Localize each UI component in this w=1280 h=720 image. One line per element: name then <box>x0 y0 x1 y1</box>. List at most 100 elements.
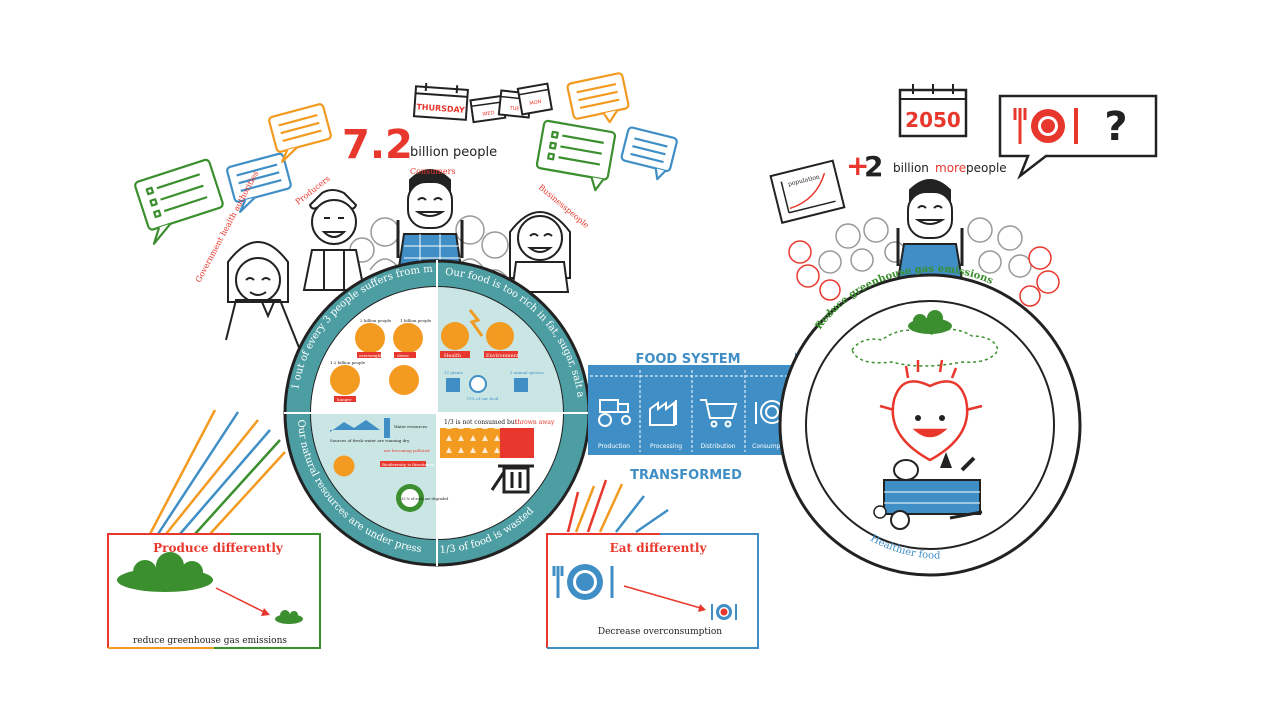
person-producer <box>302 189 366 291</box>
person-icon-overweight <box>355 323 385 353</box>
shopping-cart-icon <box>700 399 738 428</box>
food-wasted-block <box>500 428 534 458</box>
calendar-icon-thursday: THURSDAY <box>412 82 469 121</box>
stage-distribution: Distribution <box>700 443 735 450</box>
q1-item-5: hunger <box>337 397 352 402</box>
q3-item-3: Biodiversity is threatened <box>382 462 435 467</box>
actor-label-consumers: Consumers <box>410 167 456 176</box>
small-plate-icon <box>711 604 737 620</box>
more-label: more <box>935 161 966 175</box>
calendar-day-mon: MON <box>529 99 542 107</box>
emission-cloud-outline-icon <box>851 328 999 367</box>
stage-processing: Processing <box>650 443 682 450</box>
q1-item-4: obese <box>397 353 409 358</box>
q4-line-red: thrown away <box>515 419 555 426</box>
tractor-icon <box>598 399 631 427</box>
plus-two-value: 2 <box>864 150 883 183</box>
q1-item-2: 1.2 billion people <box>330 360 366 365</box>
person-icon-hunger <box>330 365 360 395</box>
transform-arrow-shape <box>588 352 826 468</box>
population-chart-icon: population <box>769 159 846 224</box>
q3-item-0: Sources of fresh water are running dry <box>330 438 410 443</box>
globe-icon <box>389 365 419 395</box>
small-emission-cloud-icon <box>908 310 952 334</box>
q3-item-1: Water resources <box>394 424 427 429</box>
q2-health: Health <box>444 353 462 359</box>
actors-group <box>225 169 571 351</box>
people-label: people <box>966 161 1007 175</box>
eat-differently-caption: Decrease overconsumption <box>598 627 722 637</box>
fan-lines-right <box>566 479 669 534</box>
future-food-question-bubble: ? <box>998 94 1158 180</box>
speech-bubble-green-right <box>535 119 617 192</box>
q2-item-1: 5 animal species <box>510 370 544 375</box>
happy-heart-icon <box>879 359 983 462</box>
q1-icons: 2 billion people 1 billion people 1.2 bi… <box>330 318 432 402</box>
vegetable-basket-icon <box>873 452 983 530</box>
calendar-day-wed: WED <box>482 110 495 118</box>
q3-item-4: 33 % of soils are degraded <box>401 497 449 501</box>
food-system-arrow: FOOD SYSTEM TRANSFORMED Production Proce… <box>588 352 826 483</box>
eat-differently-title: Eat differently <box>610 541 708 555</box>
person-consumer-future <box>896 179 964 281</box>
health-icon <box>441 322 469 350</box>
trash-bin-icon <box>490 464 534 494</box>
large-plate-icon <box>552 564 614 600</box>
q2-environment: Environment <box>486 353 519 359</box>
speech-bubbles-left <box>134 72 678 245</box>
q1-item-1: 1 billion people <box>400 318 432 323</box>
transformed-title: TRANSFORMED <box>630 468 742 483</box>
water-tower-icon <box>384 418 390 438</box>
q2-item-2: 75% of our food <box>466 396 499 401</box>
person-consumer <box>396 169 464 275</box>
person-businessperson <box>509 211 571 293</box>
decrease-arrow <box>623 585 705 610</box>
food-system-title: FOOD SYSTEM <box>635 352 740 367</box>
speech-bubble-orange-small <box>268 103 332 163</box>
sun-icon <box>333 455 355 477</box>
current-food-plate: 1 out of every 3 people suffers from mal… <box>0 0 591 567</box>
future-crowd <box>788 179 1060 307</box>
speech-bubble-orange-right <box>566 72 630 124</box>
calendar-icon-mon: MON <box>516 82 554 116</box>
stage-production: Production <box>598 443 630 450</box>
q4-line-black: 1/3 is not consumed but <box>444 419 518 426</box>
factory-icon <box>649 400 677 426</box>
lightning-icon <box>468 309 484 337</box>
q2-icons: Health Environment 12 plants 5 animal sp… <box>440 309 544 401</box>
future-food-plate: Reduce greenhouse gas emissions Healthie… <box>778 264 1082 577</box>
billion-label: billion <box>893 161 929 175</box>
plus-sign: + <box>846 149 869 182</box>
fan-lines-left <box>148 409 286 535</box>
environment-icon <box>486 322 514 350</box>
calendar-stack: THURSDAY WED TUE MON <box>412 82 554 124</box>
large-emission-cloud-icon <box>117 552 213 592</box>
q3-icons: Sources of fresh water are running dry W… <box>330 418 449 512</box>
person-icon-obese <box>393 323 423 353</box>
fork-icon <box>1013 108 1027 144</box>
population-label: billion people <box>410 145 497 160</box>
eat-differently-box: Eat differently Decrease overconsumption <box>546 533 759 649</box>
mountain-icon <box>330 420 380 432</box>
small-cloud-icon <box>275 610 303 624</box>
speech-bubble-blue-right <box>620 126 678 181</box>
calendar-2050-icon: 2050 <box>898 84 968 138</box>
q1-item-0: 2 billion people <box>360 318 392 323</box>
calendar-day-thursday: THURSDAY <box>416 102 465 114</box>
speech-bubble-green-large <box>134 158 224 245</box>
calendar-day-tue: TUE <box>508 105 519 112</box>
q1-item-3: overweight <box>359 353 382 358</box>
produce-differently-caption: reduce greenhouse gas emissions <box>133 636 287 646</box>
question-mark: ? <box>1104 104 1127 150</box>
reduction-arrow <box>215 587 269 615</box>
produce-differently-box: Produce differently reduce greenhouse ga… <box>107 533 321 649</box>
food-kept-block <box>440 428 500 458</box>
plate-mini-icon <box>469 375 487 393</box>
produce-differently-title: Produce differently <box>153 541 284 555</box>
population-value: 7.2 <box>342 122 413 168</box>
q2-item-0: 12 plants <box>444 370 463 375</box>
q4-waste: 1/3 is not consumed but thrown away <box>440 419 555 494</box>
q3-item-2: are becoming polluted <box>384 448 430 453</box>
speech-bubble-blue-small <box>226 152 292 213</box>
